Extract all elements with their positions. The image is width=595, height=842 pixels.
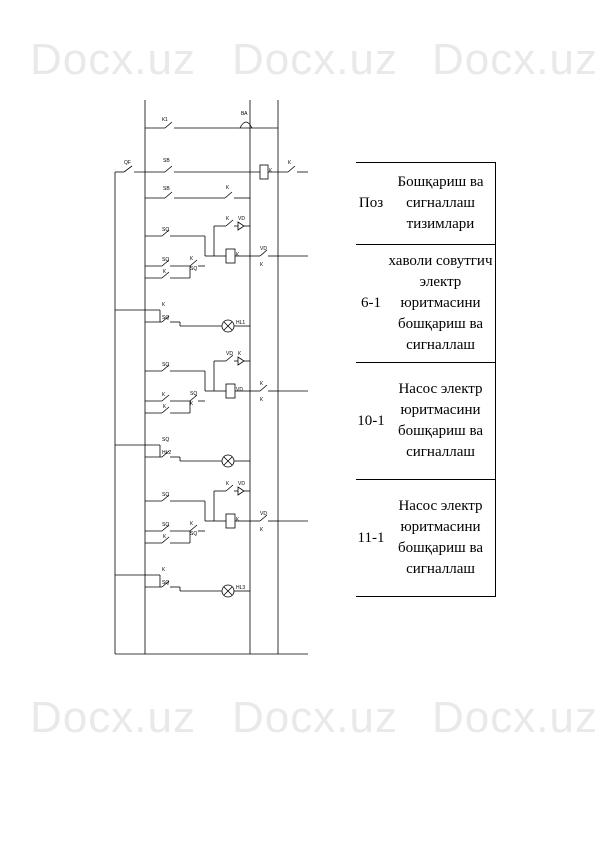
component-label: HL3 (236, 585, 245, 591)
component-label: VD (260, 511, 267, 517)
component-label: К (190, 401, 193, 407)
bell-label: ВА (241, 111, 248, 117)
component-label: К (162, 302, 165, 308)
component-label: VD (238, 481, 245, 487)
wire (189, 524, 198, 532)
component-label: SQ (162, 522, 169, 528)
component-label: SQ (162, 492, 169, 498)
component-label: К (226, 481, 229, 487)
wire (223, 456, 233, 466)
component-label: К (260, 527, 263, 533)
relay-coil (225, 513, 236, 529)
component-label: К (163, 404, 166, 410)
component-label: К (163, 534, 166, 540)
wire (161, 259, 170, 267)
wire (161, 406, 170, 414)
component-label: VD (236, 387, 243, 393)
wire (225, 219, 234, 227)
component-label: К (260, 262, 263, 268)
component-label: SQ (190, 531, 197, 537)
component-label: К (260, 381, 263, 387)
main-relay-label: К (269, 168, 272, 174)
wire (161, 315, 170, 323)
pos-cell: 10-1 (356, 362, 386, 480)
diode (237, 221, 245, 231)
table-row: 11-1 Насос электр юритмасини бошқариш ва… (356, 479, 496, 597)
wire (189, 394, 198, 402)
name-header: Бошқариш ва сигналлаш тизимлари (386, 162, 496, 245)
diode (237, 356, 245, 366)
main-relay-rung: QF SB К К SB К (115, 158, 308, 199)
pos-header: Поз (356, 162, 386, 245)
wire (225, 484, 234, 492)
wire (161, 271, 170, 279)
wire (161, 364, 170, 372)
table-row: 6-1 хаволи совутгич электр юритмасини бо… (356, 244, 496, 363)
wire (161, 580, 170, 588)
sb-stop-label: SB (163, 186, 170, 192)
component-label: VD (260, 246, 267, 252)
component-label: К (226, 216, 229, 222)
stop-contact-label: К (226, 185, 229, 191)
table-row: 10-1 Насос электр юритмасини бошқариш ва… (356, 362, 496, 480)
component-label: SQ (162, 362, 169, 368)
table-header-row: Поз Бошқариш ва сигналлаш тизимлари (356, 162, 496, 245)
component-label: К (236, 517, 239, 523)
bus-lines (114, 100, 308, 655)
component-label: VD (226, 351, 233, 357)
name-cell: Насос электр юритмасини бошқариш ва сигн… (386, 479, 496, 597)
component-label: VD (238, 216, 245, 222)
wire (161, 229, 170, 237)
component-label: К (238, 351, 241, 357)
component-label: SQ (162, 437, 169, 443)
wire (189, 259, 198, 267)
wire (161, 394, 170, 402)
sb-start-label: SB (163, 158, 170, 164)
component-label: HL2 (162, 450, 171, 456)
pos-cell: 6-1 (356, 244, 386, 363)
wire (225, 354, 234, 362)
wire (161, 524, 170, 532)
component-label: К (190, 256, 193, 262)
wire (223, 321, 233, 331)
name-cell: Насос электр юритмасини бошқариш ва сигн… (386, 362, 496, 480)
wire (259, 514, 268, 522)
component-label: К (163, 269, 166, 275)
wire (161, 536, 170, 544)
pos-cell: 11-1 (356, 479, 386, 597)
top-contact-label: К1 (162, 117, 168, 123)
component-label: SQ (162, 257, 169, 263)
component-label: SQ (190, 266, 197, 272)
main-relay-contact-label: К (288, 160, 291, 166)
wire (161, 450, 170, 458)
relay-coil (225, 248, 236, 264)
component-label: SQ (162, 580, 169, 586)
component-label: SQ (162, 227, 169, 233)
control-table: Поз Бошқариш ва сигналлаш тизимлари 6-1 … (356, 162, 496, 597)
main-breaker-label: QF (124, 160, 131, 166)
diode (237, 486, 245, 496)
wire (161, 494, 170, 502)
relay-coil (225, 383, 236, 399)
component-label: SQ (190, 391, 197, 397)
component-label: HL1 (236, 320, 245, 326)
component-label: К (190, 521, 193, 527)
component-label: К (162, 567, 165, 573)
component-label: SQ (162, 315, 169, 321)
bell-rung: К1 ВА (145, 111, 278, 129)
component-label: К (162, 392, 165, 398)
wire (259, 384, 268, 392)
component-label: К (260, 397, 263, 403)
name-cell: хаволи совутгич электр юритмасини бошқар… (386, 244, 496, 363)
wire (259, 249, 268, 257)
wire (223, 586, 233, 596)
component-label: К (236, 252, 239, 258)
